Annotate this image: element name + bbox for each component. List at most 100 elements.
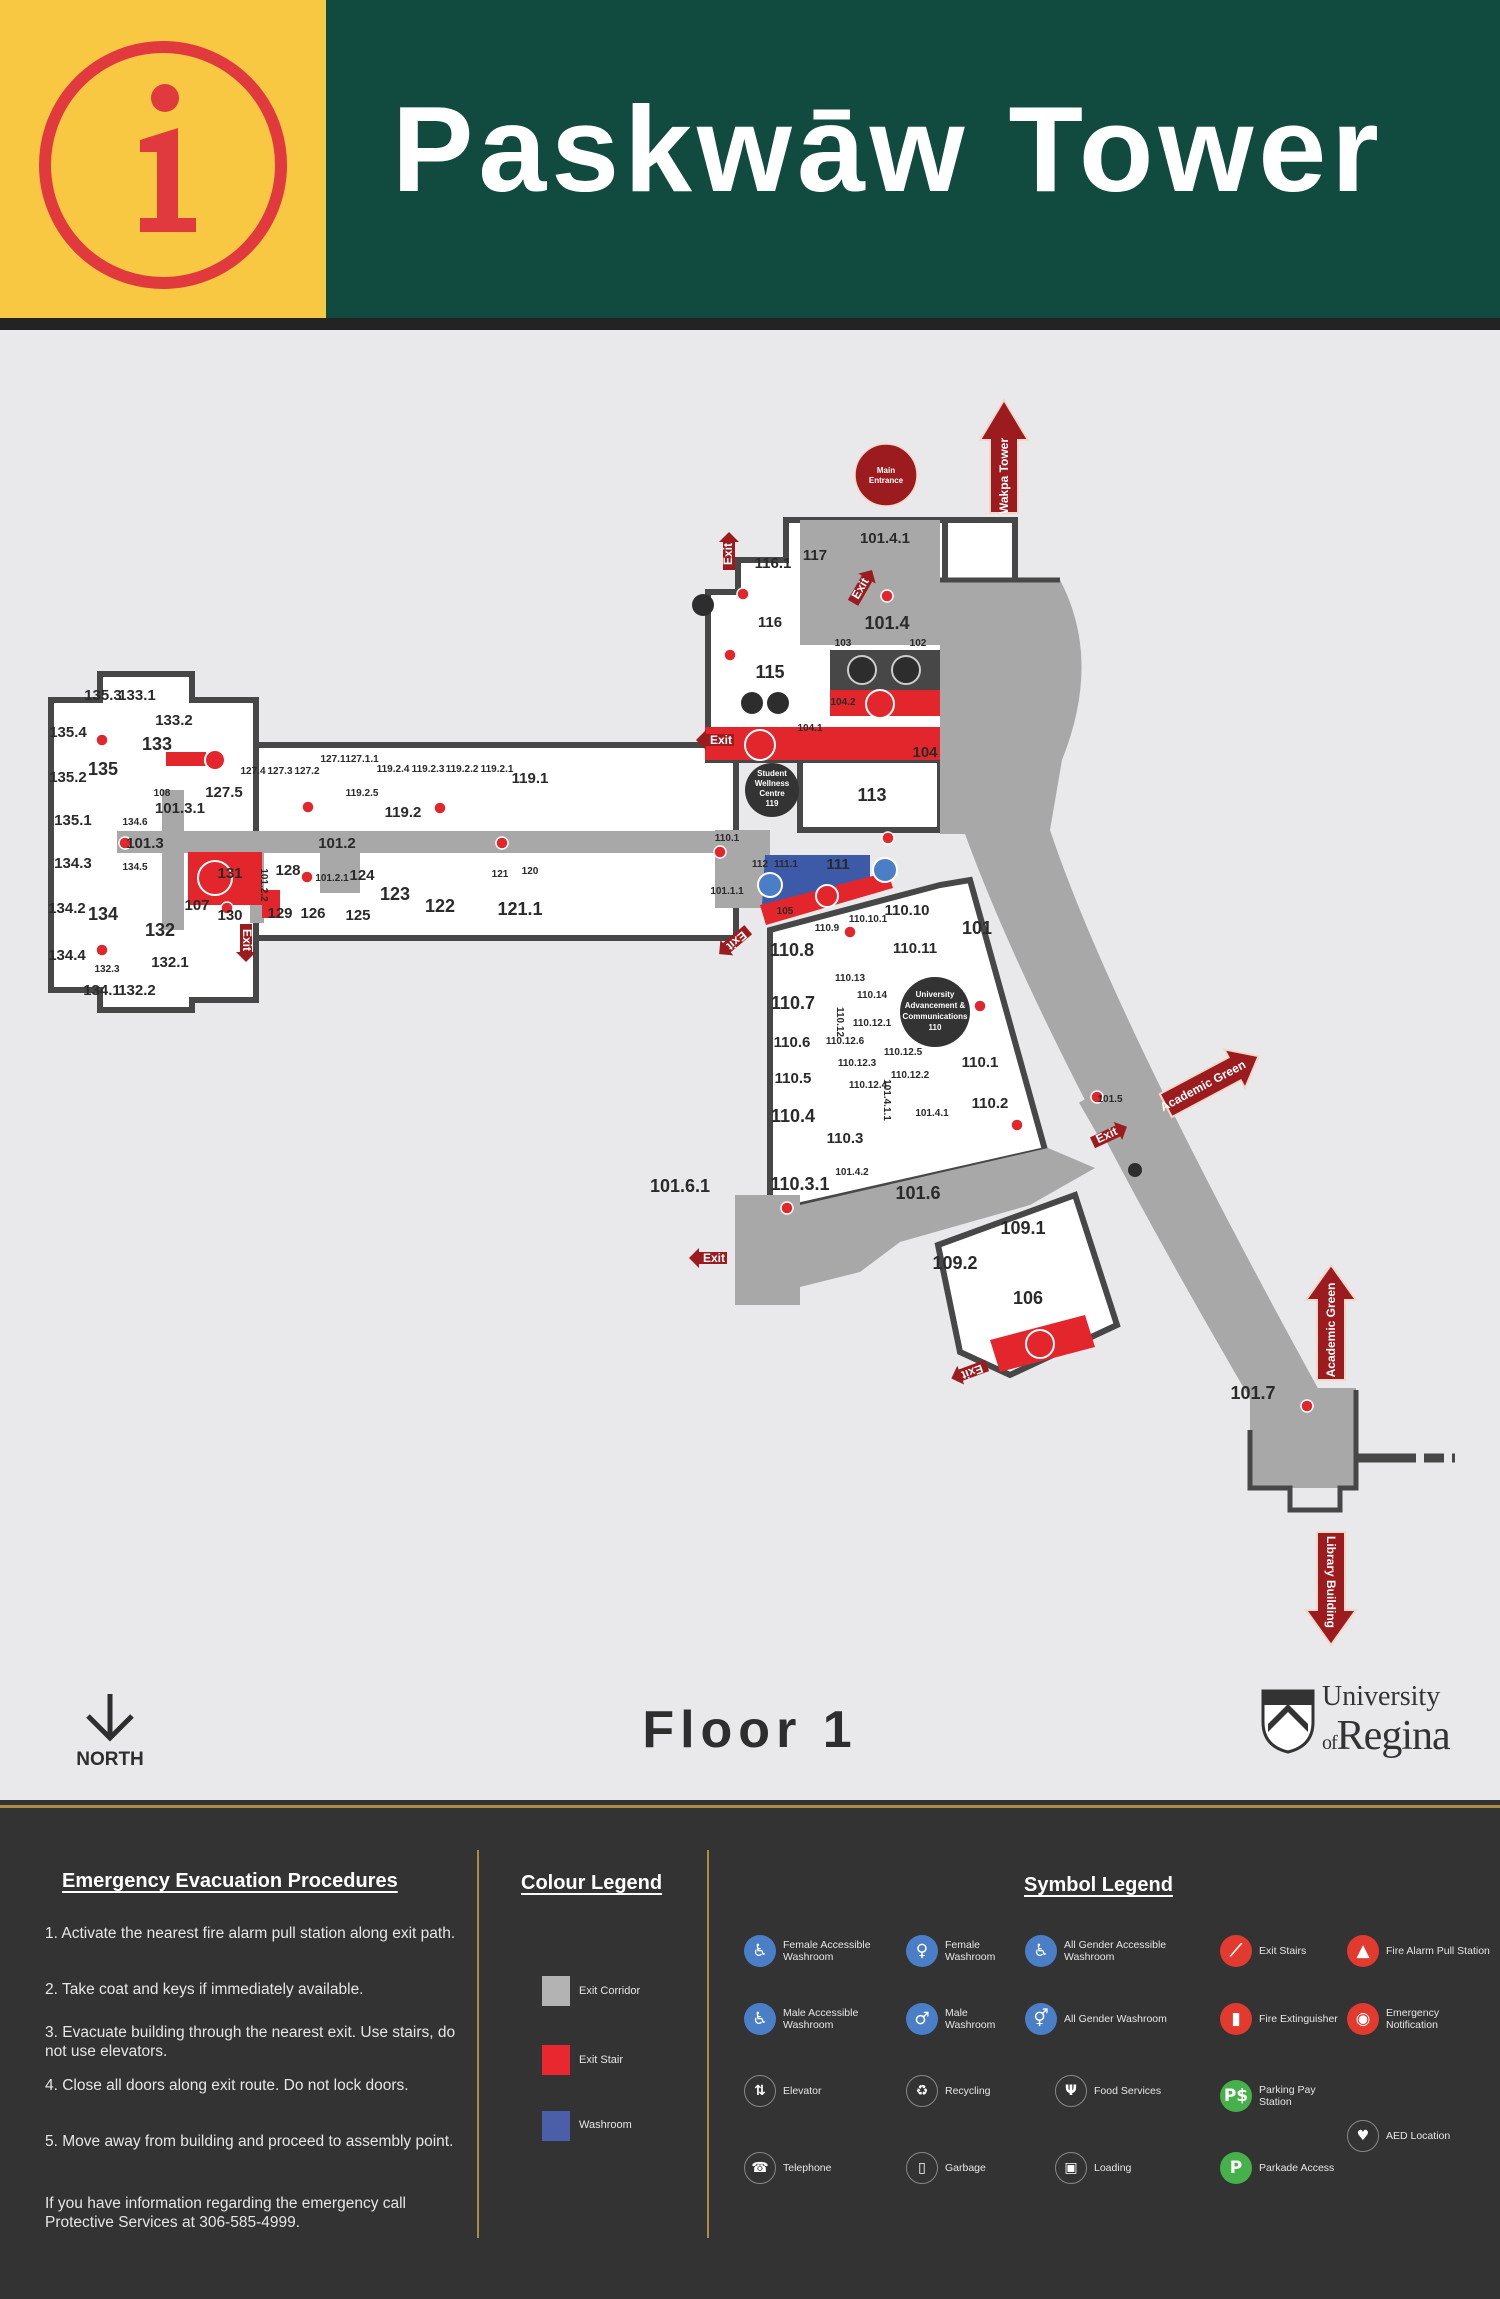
symbol-legend-item: ♿All Gender Accessible Washroom: [1025, 1935, 1204, 1967]
room-label: 134.5: [122, 862, 147, 873]
symbol-legend-item: ◉Emergency Notification: [1347, 2003, 1491, 2035]
symbol-label: Telephone: [783, 2162, 832, 2174]
room-label: 110.10.1: [849, 914, 888, 925]
room-label: 101: [962, 918, 992, 938]
room-label: 110.12.6: [826, 1036, 865, 1047]
corridor-101-2-1: [320, 853, 360, 893]
symbol-legend-item: ♻ Recycling: [906, 2075, 1015, 2107]
room-label: 110.12.4: [849, 1080, 888, 1091]
symbol-legend-item: ▯Garbage: [906, 2152, 1015, 2184]
male-washroom-icon: ♂: [906, 2003, 938, 2035]
student-wellness-centre-marker: Student Wellness Centre 119: [745, 763, 799, 817]
room-label: 121: [492, 869, 509, 880]
elevator-icon: [891, 655, 921, 685]
room-label: 133.1: [118, 687, 156, 704]
symbol-legend-heading: Symbol Legend: [1024, 1874, 1173, 1896]
room-label: 110.7: [771, 993, 815, 1013]
header-info-panel: [0, 0, 326, 318]
room-label: 104: [912, 744, 938, 761]
exit-stairs-icon: [204, 749, 226, 771]
fire-extinguisher-icon: [881, 831, 895, 845]
room-label: 135.3: [84, 687, 122, 704]
fire-alarm-icon: [880, 589, 894, 603]
room-label: 116: [758, 614, 782, 631]
room-label: 127.4: [240, 766, 265, 777]
fire-extinguisher-icon: [495, 836, 509, 850]
room-label: 119.2: [385, 804, 422, 821]
symbol-legend-item: P$Parking Pay Station: [1220, 2080, 1339, 2112]
room-label: 110.2: [972, 1095, 1009, 1112]
room-label: 101.4.1.1: [881, 1079, 892, 1121]
exit-arrow: Exit: [719, 532, 739, 570]
symbol-label: Emergency Notification: [1386, 2007, 1440, 2031]
symbol-legend-item: ▣Loading: [1055, 2152, 1204, 2184]
symbol-label: Male Washroom: [945, 2007, 996, 2031]
room-label: 119.2.3: [412, 764, 445, 775]
room-label: 134.2: [48, 900, 86, 917]
fire-alarm-icon: [713, 845, 727, 859]
symbol-label: Garbage: [945, 2162, 986, 2174]
female-washroom-icon: ♀: [906, 1935, 938, 1967]
fire-alarm-icon: [118, 836, 132, 850]
room-label: 119.2.4: [377, 764, 410, 775]
exit-stairs-icon: [865, 689, 895, 719]
panel-divider: [0, 1805, 1500, 1808]
loading-icon: ▣: [1055, 2152, 1087, 2184]
room-label: 131: [217, 865, 242, 882]
garbage-icon: [767, 692, 789, 714]
symbol-label: Recycling: [945, 2085, 991, 2097]
svg-text:Exit: Exit: [710, 733, 732, 747]
room-label: 112: [752, 859, 769, 870]
room-label: 110.4: [771, 1106, 815, 1126]
colour-legend-heading: Colour Legend: [521, 1872, 663, 1894]
elevator-block: [830, 650, 940, 690]
room-label: 115: [755, 662, 784, 682]
recycling-icon: ♻: [906, 2075, 938, 2107]
room-label: 111: [826, 856, 849, 873]
room-label: 119.1: [512, 770, 549, 787]
telephone-icon: ☎: [744, 2152, 776, 2184]
room-label: 110.12.2: [891, 1070, 930, 1081]
room-label: 127.3: [267, 766, 292, 777]
room-label: 119.2.1: [481, 764, 514, 775]
exit-arrow: Exit: [951, 1359, 990, 1385]
floor-label: Floor 1: [642, 1701, 858, 1759]
symbol-legend-item: ☎ Telephone: [744, 2152, 893, 2184]
room-label: 127.2: [294, 766, 319, 777]
room-label: 134.1: [83, 982, 121, 999]
symbol-label: AED Location: [1386, 2130, 1451, 2142]
room-label: 101.6.1: [650, 1176, 710, 1196]
swatch-label: Exit Stair: [579, 2054, 624, 2066]
symbol-label: All Gender Washroom: [1064, 2013, 1167, 2025]
logo-university: University: [1322, 1681, 1441, 1712]
aed-icon: [1128, 1163, 1142, 1177]
symbol-legend-item: ♂ Male Washroom: [906, 2003, 1015, 2035]
room-label: 135: [88, 759, 118, 779]
room-label: 110.8: [770, 940, 814, 960]
room-label: 104.2: [830, 697, 855, 708]
symbol-label: Food Services: [1094, 2085, 1162, 2097]
centre-label: 110: [929, 1023, 942, 1032]
centre-label: 119: [766, 799, 779, 808]
room-label: 123: [380, 884, 410, 904]
emergency-contact: If you have information regarding the em…: [45, 2195, 407, 2231]
north-indicator: NORTH: [70, 1692, 150, 1771]
symbol-label: Female Washroom: [945, 1939, 996, 1963]
centre-label: Student: [757, 769, 787, 778]
parking-pay-station-icon: P$: [1220, 2080, 1252, 2112]
room-label: 104.1: [797, 723, 822, 734]
room-label: 132.3: [94, 964, 119, 975]
centre-label: Communications: [903, 1012, 968, 1021]
exit-stair-108: [166, 752, 206, 766]
female-accessible-washroom-icon: [757, 872, 783, 898]
room-label: 109.1: [1000, 1218, 1045, 1238]
centre-label: Advancement &: [905, 1001, 966, 1010]
procedure-step: 5. Move away from building and proceed t…: [45, 2133, 454, 2150]
fire-extinguisher-icon: [843, 925, 857, 939]
symbol-legend-item: ▮Fire Extinguisher: [1220, 2003, 1339, 2035]
info-circle-icon: [39, 41, 287, 289]
room-label: 134.6: [122, 817, 147, 828]
